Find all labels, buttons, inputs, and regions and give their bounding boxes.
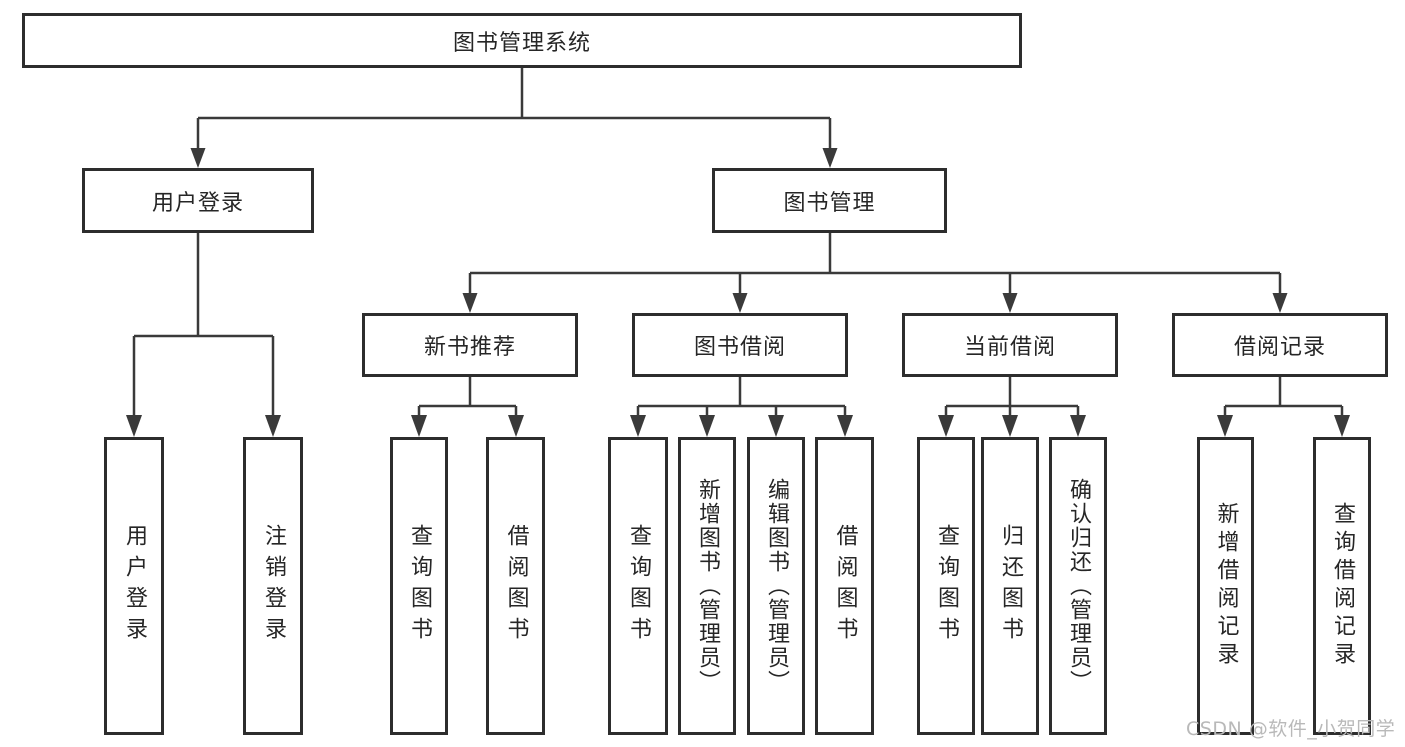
leaf-current-return-books: 归还图书 [981,437,1039,735]
leaf-current-confirm-return-admin: 确认归还（管理员） [1049,437,1107,735]
leaf-label: 编辑图书（管理员） [764,478,789,694]
leaf-label: 查询图书 [407,524,432,648]
node-label: 用户登录 [151,190,244,216]
node-label: 图书管理 [783,190,876,216]
leaf-logout: 注销登录 [243,437,303,735]
node-new-book-recommend: 新书推荐 [362,313,578,377]
leaf-records-add-record: 新增借阅记录 [1197,437,1254,735]
node-label: 新书推荐 [423,335,516,360]
leaf-label: 用户登录 [122,524,147,648]
leaf-label: 新增借阅记录 [1213,502,1239,670]
leaf-borrow-edit-books-admin: 编辑图书（管理员） [747,437,805,735]
leaf-recommend-borrow-books: 借阅图书 [486,437,545,735]
csdn-watermark: CSDN @软件_小贺同学 [1186,718,1396,740]
node-label: 图书管理系统 [452,30,591,56]
node-library-management-system: 图书管理系统 [22,13,1022,68]
node-user-login: 用户登录 [82,168,314,233]
leaf-label: 借阅图书 [832,524,858,648]
leaf-user-login: 用户登录 [104,437,164,735]
node-book-management: 图书管理 [712,168,947,233]
leaf-borrow-query-books: 查询图书 [608,437,668,735]
leaf-label: 确认归还（管理员） [1066,478,1091,694]
node-book-borrow: 图书借阅 [632,313,848,377]
node-label: 图书借阅 [693,335,786,360]
leaf-label: 归还图书 [998,524,1023,648]
leaf-borrow-add-books-admin: 新增图书（管理员） [678,437,736,735]
leaf-records-query-record: 查询借阅记录 [1313,437,1371,735]
node-label: 当前借阅 [963,335,1056,360]
node-current-borrow: 当前借阅 [902,313,1118,377]
leaf-label: 查询借阅记录 [1330,502,1355,670]
leaf-label: 注销登录 [261,524,286,648]
leaf-label: 新增图书（管理员） [695,478,720,694]
leaf-borrow-borrow-books: 借阅图书 [815,437,874,735]
leaf-label: 查询图书 [626,524,651,648]
node-label: 借阅记录 [1233,335,1326,360]
leaf-label: 查询图书 [934,524,959,648]
leaf-label: 借阅图书 [503,524,529,648]
leaf-current-query-books: 查询图书 [917,437,975,735]
leaf-recommend-query-books: 查询图书 [390,437,448,735]
node-borrow-records: 借阅记录 [1172,313,1388,377]
